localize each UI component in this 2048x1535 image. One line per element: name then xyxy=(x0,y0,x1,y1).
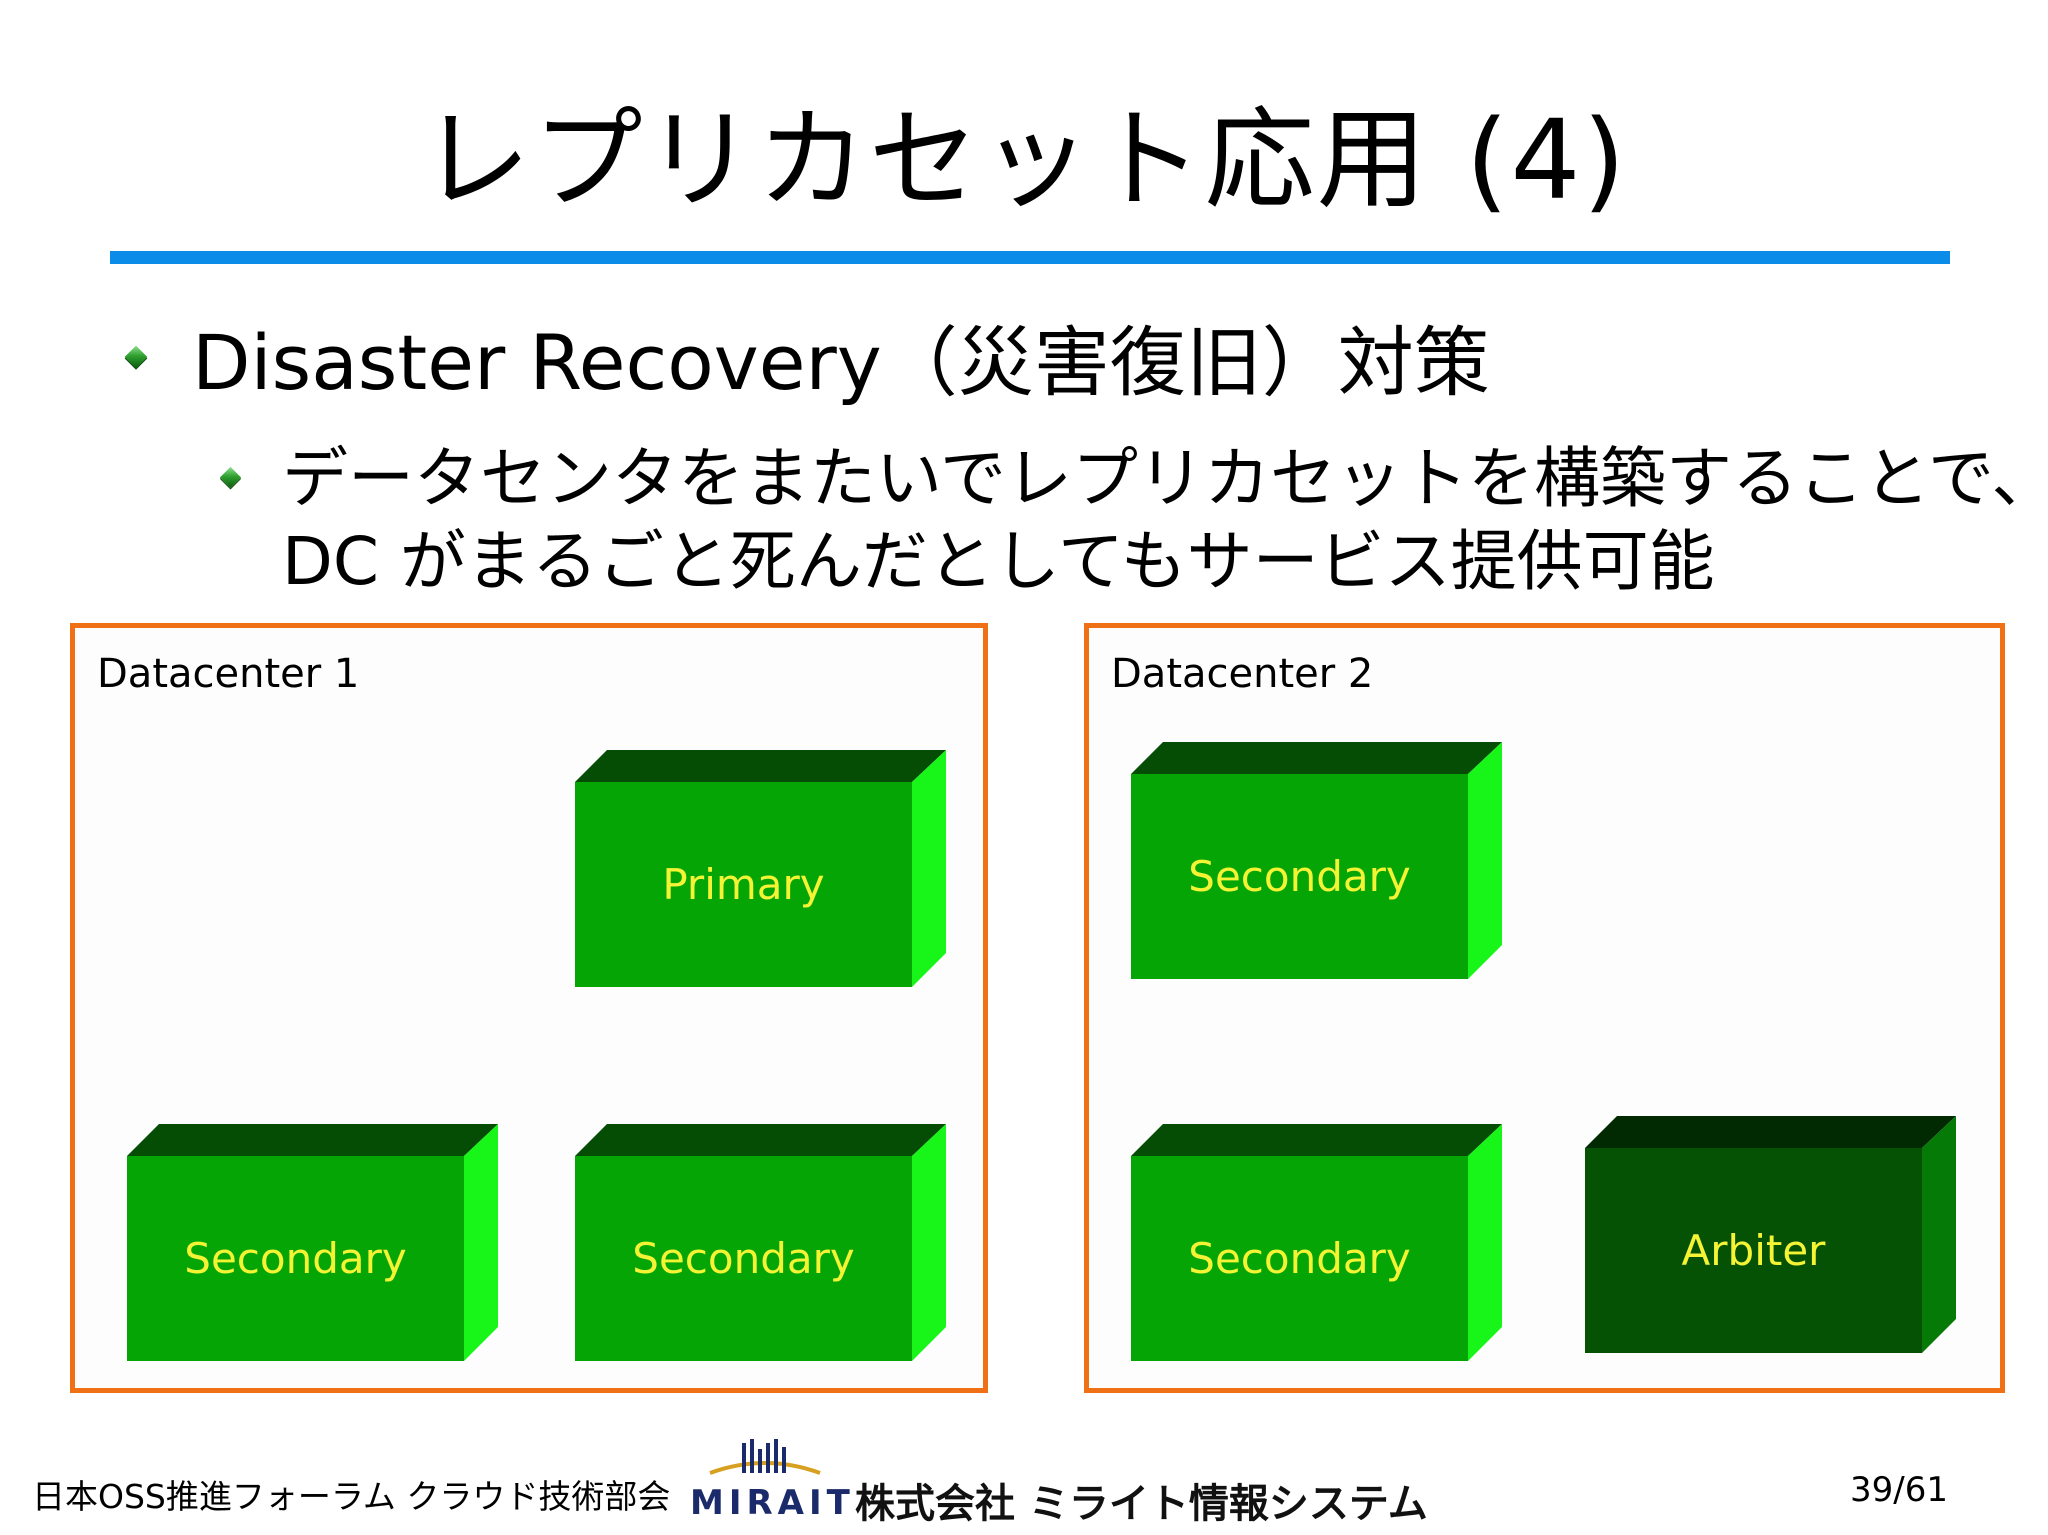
node-label: Secondary xyxy=(1188,852,1411,901)
datacenter-1-box: Datacenter 1 Primary Secondary Secondary xyxy=(70,623,988,1393)
mirait-mark-icon xyxy=(709,1439,821,1475)
node-top-face xyxy=(127,1124,498,1156)
bullet-diamond-icon xyxy=(219,466,242,489)
node-label: Arbiter xyxy=(1681,1226,1826,1275)
node-front-face: Secondary xyxy=(127,1156,464,1361)
node-label: Primary xyxy=(662,860,825,909)
company-logo: MIRAIT 株式会社 ミライト情報システム xyxy=(690,1435,1428,1527)
page-number: 39/61 xyxy=(1850,1470,1948,1510)
bullet-level2-line2: DC がまるごと死んだとしてもサービス提供可能 xyxy=(282,523,1715,600)
footer-forum-text: 日本OSS推進フォーラム クラウド技術部会 xyxy=(32,1477,671,1516)
node-top-face xyxy=(1131,1124,1502,1156)
node-top-face xyxy=(575,1124,946,1156)
title-rule xyxy=(110,251,1950,264)
slide-title: レプリカセット応用 (4) xyxy=(420,96,1628,224)
node-secondary: Secondary xyxy=(127,1124,498,1361)
bullet-level1-text: Disaster Recovery（災害復旧）対策 xyxy=(192,318,1490,407)
datacenter-1-label: Datacenter 1 xyxy=(97,651,360,697)
bullet-diamond-icon xyxy=(124,345,148,369)
node-arbiter: Arbiter xyxy=(1585,1116,1956,1353)
node-front-face: Secondary xyxy=(1131,774,1468,979)
datacenter-2-label: Datacenter 2 xyxy=(1111,651,1374,697)
node-top-face xyxy=(575,750,946,782)
logo-wordmark: MIRAIT xyxy=(690,1483,855,1523)
bullet-level2-line1: データセンタをまたいでレプリカセットを構築することで、 xyxy=(282,440,2048,517)
node-front-face: Arbiter xyxy=(1585,1148,1922,1353)
node-label: Secondary xyxy=(632,1234,855,1283)
node-side-face xyxy=(464,1124,498,1361)
node-side-face xyxy=(1468,742,1502,979)
node-label: Secondary xyxy=(184,1234,407,1283)
node-front-face: Primary xyxy=(575,782,912,987)
datacenter-2-box: Datacenter 2 Secondary Secondary Arbiter xyxy=(1084,623,2005,1393)
node-secondary: Secondary xyxy=(575,1124,946,1361)
node-secondary: Secondary xyxy=(1131,1124,1502,1361)
node-secondary: Secondary xyxy=(1131,742,1502,979)
node-front-face: Secondary xyxy=(1131,1156,1468,1361)
node-side-face xyxy=(912,1124,946,1361)
company-name: 株式会社 ミライト情報システム xyxy=(855,1481,1428,1527)
node-label: Secondary xyxy=(1188,1234,1411,1283)
node-front-face: Secondary xyxy=(575,1156,912,1361)
node-top-face xyxy=(1131,742,1502,774)
node-side-face xyxy=(1922,1116,1956,1353)
node-side-face xyxy=(1468,1124,1502,1361)
node-top-face xyxy=(1585,1116,1956,1148)
node-side-face xyxy=(912,750,946,987)
node-primary: Primary xyxy=(575,750,946,987)
